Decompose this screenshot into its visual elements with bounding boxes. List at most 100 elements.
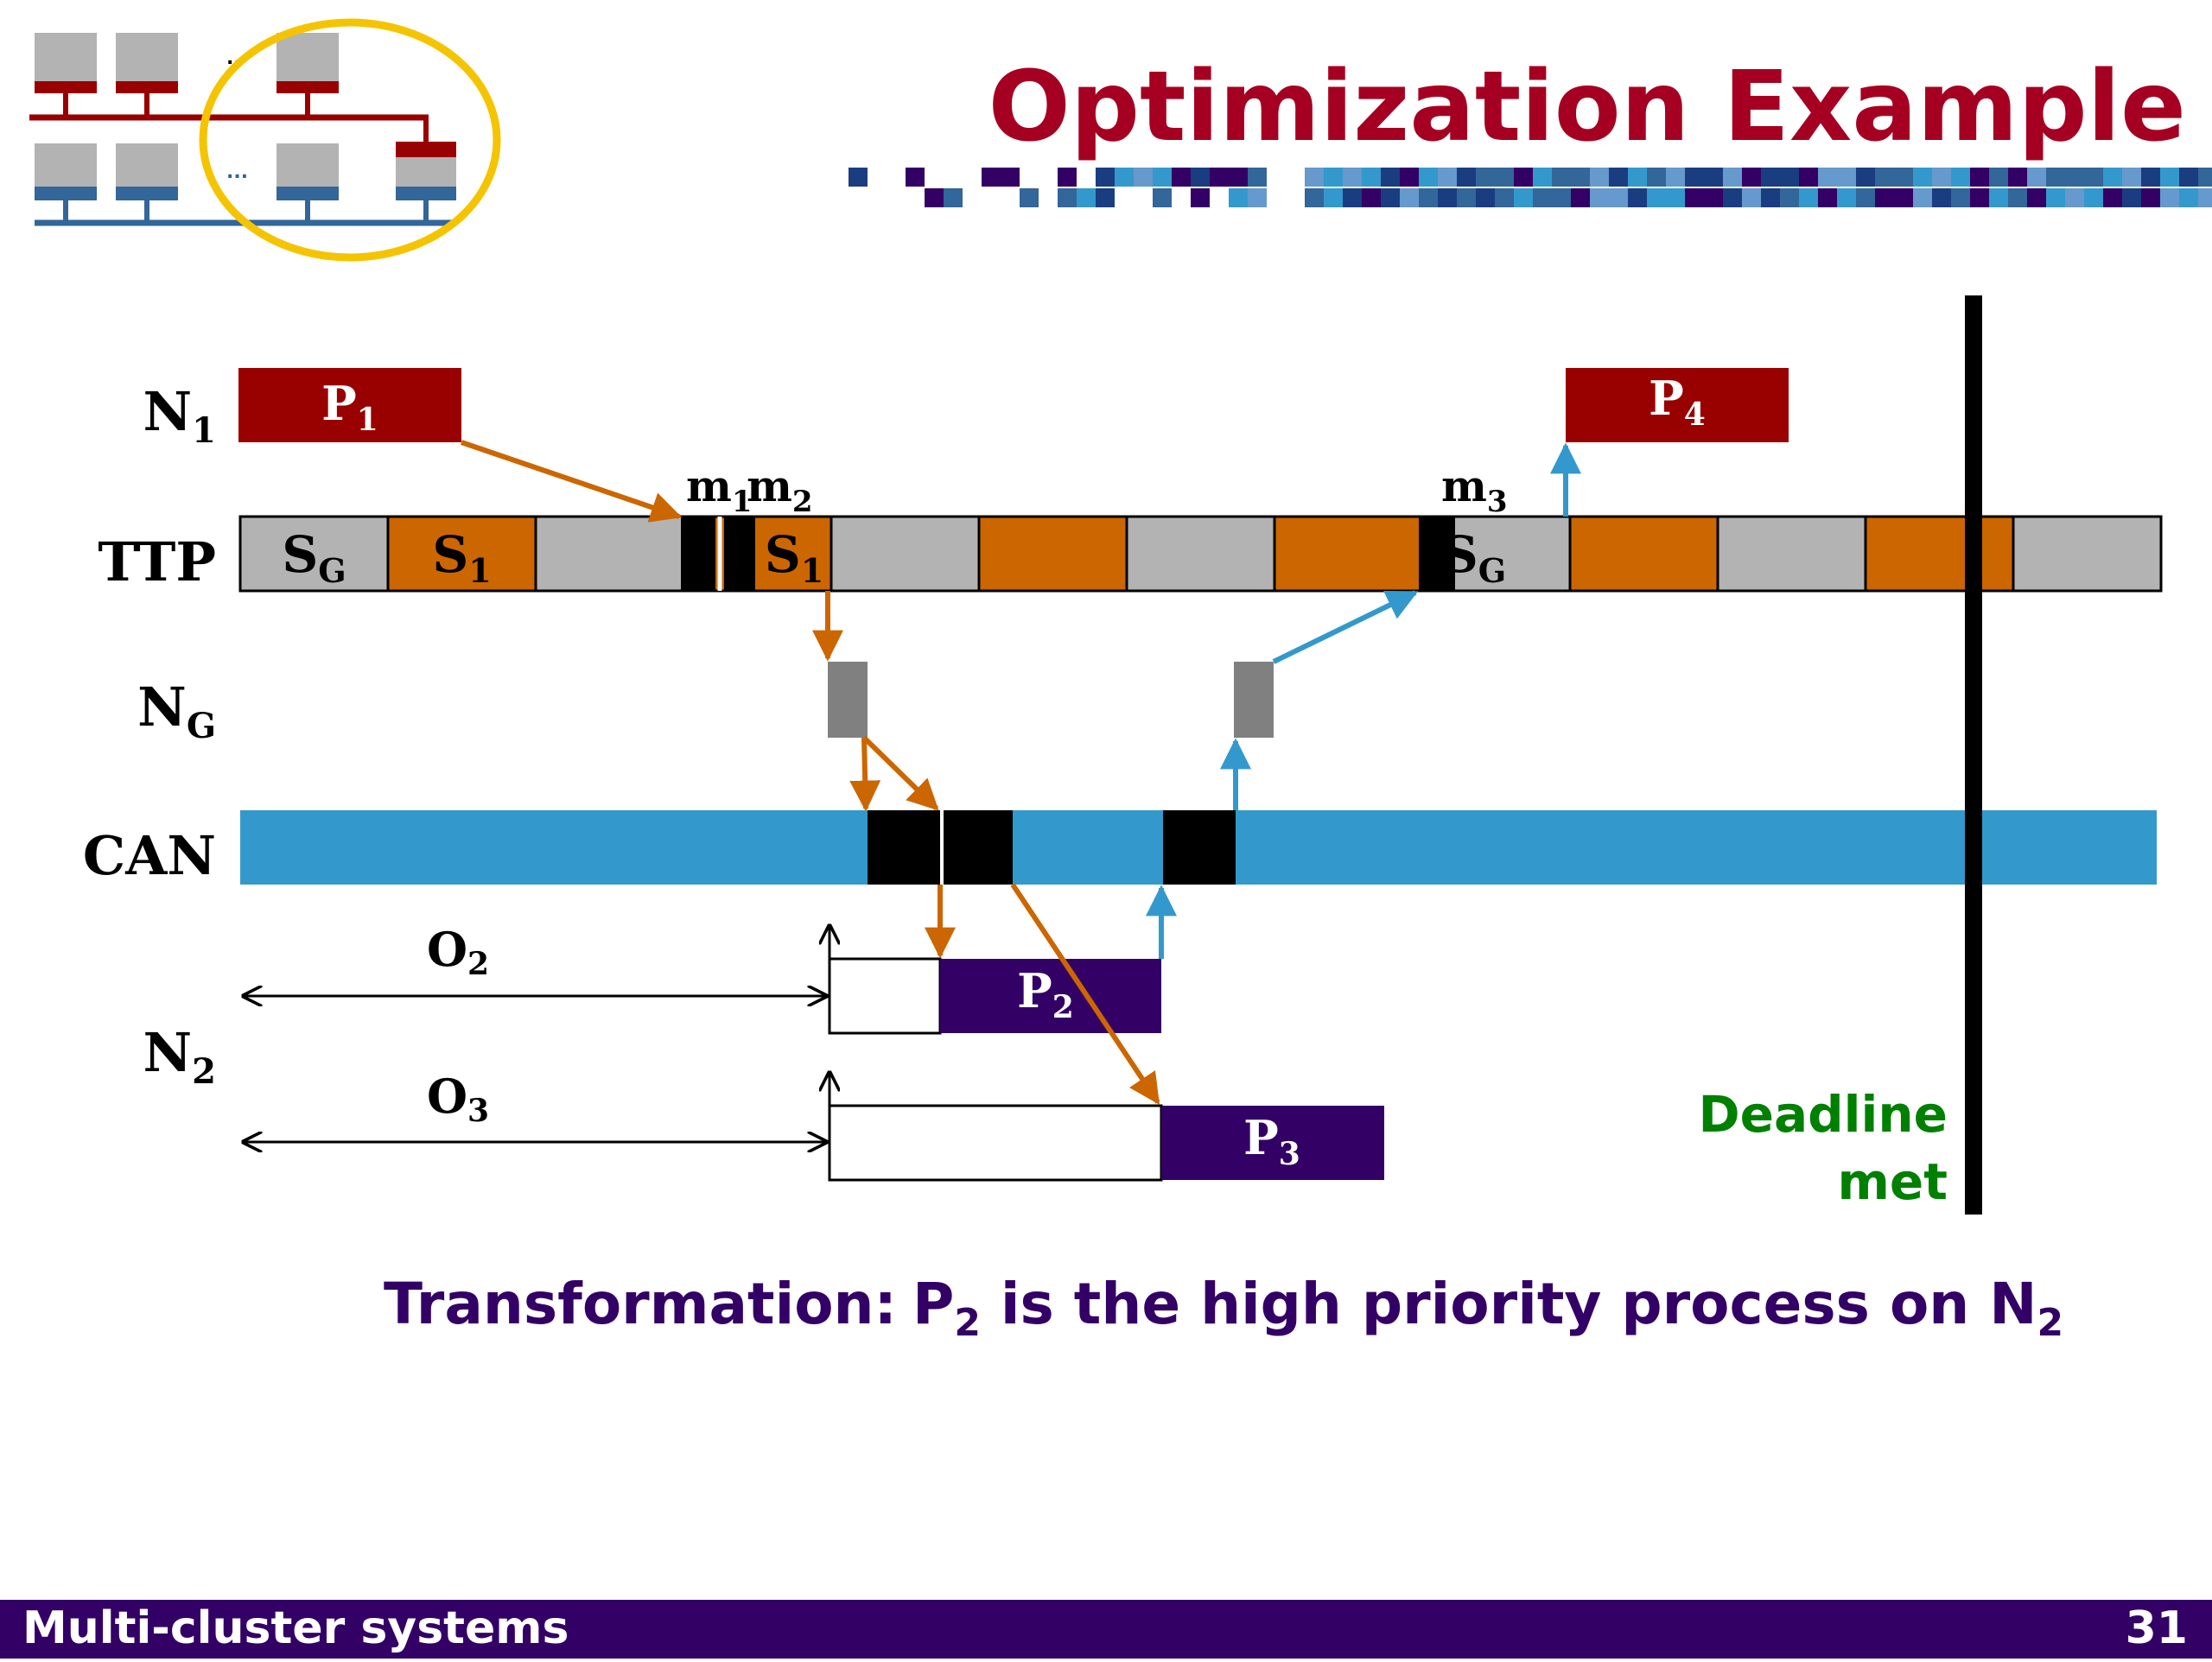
strip-pixel: [1305, 188, 1324, 207]
ttp-slot: [1864, 515, 2015, 593]
offset-box-p2: [828, 957, 942, 1035]
strip-pixel: [1932, 168, 1951, 187]
strip-pixel: [1457, 168, 1476, 187]
strip-pixel: [2160, 168, 2179, 187]
strip-pixel: [1457, 188, 1476, 207]
strip-pixel: [1761, 168, 1780, 187]
strip-pixel: [1153, 188, 1172, 207]
logo-node: [116, 33, 178, 81]
logo-node: [276, 33, 339, 81]
strip-pixel: [1970, 168, 1989, 187]
strip-pixel: [1609, 168, 1628, 187]
ttp-slot-label: SG: [282, 525, 346, 590]
strip-pixel: [1438, 168, 1457, 187]
message-label-m2: m2: [747, 460, 813, 519]
svg-text:P4: P4: [1649, 371, 1706, 433]
strip-pixel: [1856, 188, 1875, 207]
strip-pixel: [1875, 168, 1894, 187]
process-p2: P2: [940, 959, 1161, 1033]
flow-arrow: [461, 440, 683, 523]
strip-pixel: [1628, 188, 1647, 207]
ttp-message-m3: [1419, 517, 1455, 591]
footer-title: Multi-cluster systems: [22, 1602, 569, 1654]
strip-pixel: [1476, 188, 1495, 207]
strip-pixel: [2179, 168, 2198, 187]
strip-pixel: [2084, 168, 2103, 187]
strip-pixel: [1248, 188, 1267, 207]
strip-pixel: [1780, 168, 1799, 187]
strip-pixel: [1495, 168, 1514, 187]
strip-pixel: [1210, 168, 1229, 187]
strip-pixel: [1685, 188, 1704, 207]
strip-pixel: [1400, 188, 1419, 207]
strip-pixel: [2141, 168, 2160, 187]
ttp-slot: [1568, 515, 1719, 593]
strip-pixel: [2103, 168, 2122, 187]
strip-pixel: [1077, 188, 1096, 207]
strip-pixel: [1343, 168, 1362, 187]
strip-pixel: [1704, 188, 1723, 207]
footer-bar: [0, 1600, 2212, 1659]
strip-pixel: [1875, 188, 1894, 207]
strip-pixel: [1799, 168, 1818, 187]
strip-pixel: [1818, 168, 1837, 187]
strip-pixel: [1191, 168, 1210, 187]
process-p3: P3: [1161, 1106, 1384, 1180]
strip-pixel: [1552, 188, 1571, 207]
strip-pixel: [1533, 168, 1552, 187]
strip-pixel: [1324, 168, 1343, 187]
strip-pixel: [1590, 168, 1609, 187]
strip-pixel: [1799, 188, 1818, 207]
strip-pixel: [1989, 188, 2008, 207]
flow-arrow: [861, 735, 939, 811]
strip-pixel: [1419, 168, 1438, 187]
strip-pixel: [1058, 168, 1077, 187]
process-p4: P4: [1566, 368, 1789, 442]
ttp-slot: [977, 515, 1128, 593]
strip-pixel: [1191, 188, 1210, 207]
strip-pixel: [982, 168, 1001, 187]
strip-pixel: [1514, 188, 1533, 207]
strip-pixel: [1723, 188, 1742, 207]
strip-pixel: [1514, 168, 1533, 187]
strip-pixel: [1381, 168, 1400, 187]
strip-pixel: [1913, 188, 1932, 207]
strip-pixel: [1837, 168, 1856, 187]
ttp-slot: [1125, 515, 1276, 593]
svg-text:P1: P1: [321, 376, 378, 438]
ttp-slot: [386, 515, 537, 593]
deadline-label: met: [1838, 1152, 1948, 1211]
strip-pixel: [1704, 168, 1723, 187]
strip-pixel: [2065, 188, 2084, 207]
strip-pixel: [1096, 168, 1115, 187]
strip-pixel: [1001, 168, 1020, 187]
ttp-slot: [1716, 515, 1867, 593]
row-label-can: CAN: [83, 824, 216, 887]
strip-pixel: [2122, 168, 2141, 187]
network-logo: .. ...: [29, 18, 501, 262]
deadline-label: Deadline: [1698, 1085, 1948, 1144]
process-p1: P1: [238, 368, 461, 442]
strip-pixel: [2046, 188, 2065, 207]
gateway-block: [828, 662, 868, 738]
strip-pixel: [1818, 188, 1837, 207]
logo-ellipsis: ...: [226, 162, 248, 183]
strip-pixel: [944, 188, 963, 207]
strip-pixel: [1628, 168, 1647, 187]
strip-pixel: [1571, 188, 1590, 207]
offset-label-o3: O3: [427, 1069, 489, 1129]
message-label-m3: m3: [1441, 460, 1508, 519]
strip-pixel: [2027, 168, 2046, 187]
strip-pixel: [1970, 188, 1989, 207]
strip-pixel: [925, 188, 944, 207]
message-label-m1: m1: [686, 460, 753, 519]
flow-arrow: [849, 737, 881, 812]
can-message: [944, 810, 1013, 885]
row-label-n1: N1: [143, 380, 216, 451]
logo-node: [116, 143, 178, 187]
strip-pixel: [1723, 168, 1742, 187]
strip-pixel: [1951, 168, 1970, 187]
page-number: 31: [2126, 1602, 2188, 1654]
logo-node: [35, 143, 97, 187]
